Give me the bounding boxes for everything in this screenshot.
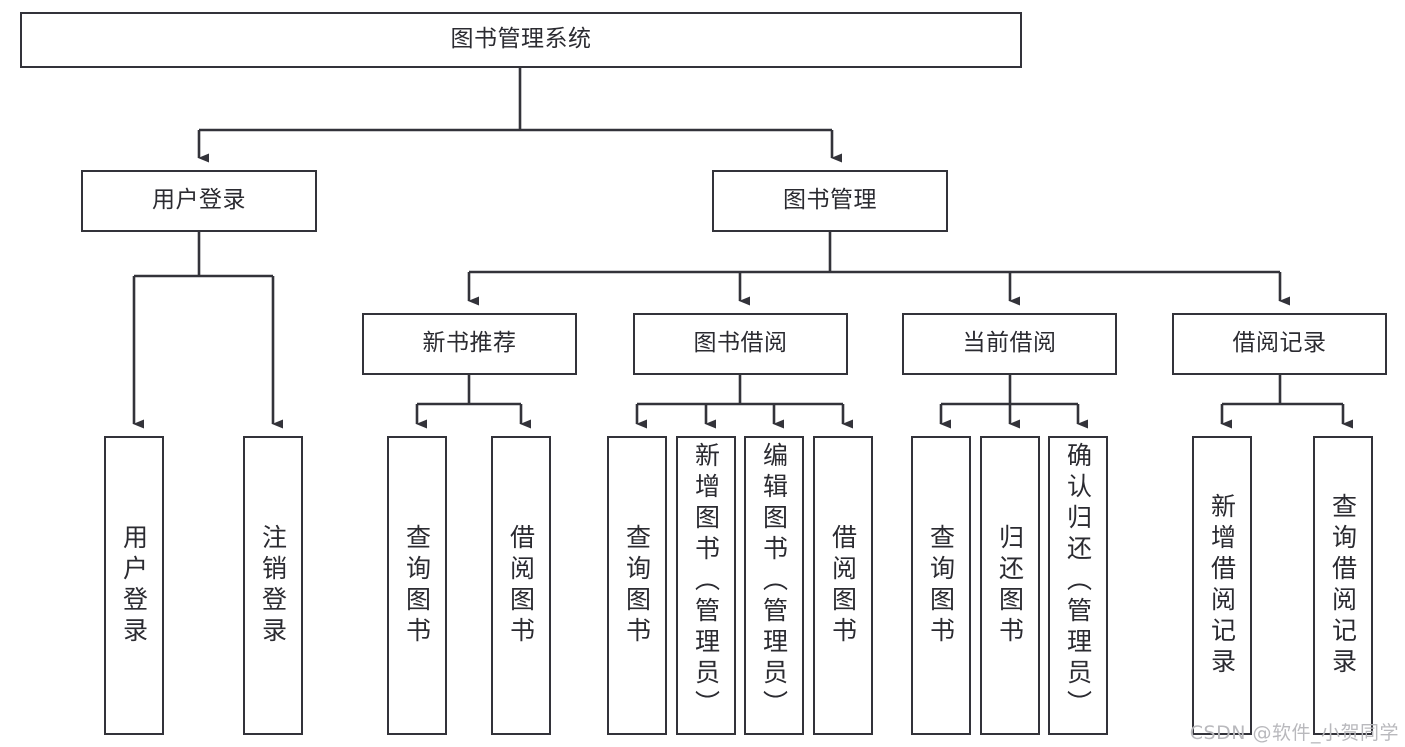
- leaf-book-borrow-edit-book-admin[interactable]: 编辑图书（管理员）: [744, 436, 804, 735]
- leaf-book-borrow-add-book-admin[interactable]: 新增图书（管理员）: [676, 436, 736, 735]
- node-user-login[interactable]: 用户登录: [81, 170, 317, 232]
- node-label: 归还图书: [995, 523, 1025, 648]
- leaf-book-borrow-query-book[interactable]: 查询图书: [607, 436, 667, 735]
- leaf-new-book-borrow-book[interactable]: 借阅图书: [491, 436, 551, 735]
- node-label: 新增借阅记录: [1207, 492, 1237, 679]
- node-label: 借阅图书: [506, 523, 536, 648]
- leaf-user-login-login[interactable]: 用户登录: [104, 436, 164, 735]
- node-label: 查询图书: [926, 523, 956, 648]
- node-borrow-record[interactable]: 借阅记录: [1172, 313, 1387, 375]
- node-label: 图书借阅: [693, 330, 788, 357]
- leaf-borrow-record-query-record[interactable]: 查询借阅记录: [1313, 436, 1373, 735]
- node-label: 注销登录: [258, 523, 288, 648]
- csdn-watermark: CSDN @软件_小贺同学: [1189, 722, 1399, 744]
- node-label: 新增图书（管理员）: [691, 442, 721, 721]
- node-book-borrow[interactable]: 图书借阅: [633, 313, 848, 375]
- node-label: 查询借阅记录: [1328, 492, 1358, 679]
- node-label: 图书管理: [783, 187, 877, 214]
- node-label: 借阅记录: [1232, 330, 1327, 357]
- node-label: 借阅图书: [828, 523, 858, 648]
- leaf-current-borrow-query-book[interactable]: 查询图书: [911, 436, 971, 735]
- node-label: 图书管理系统: [450, 26, 592, 53]
- node-root-system[interactable]: 图书管理系统: [20, 12, 1022, 68]
- node-label: 新书推荐: [422, 330, 517, 357]
- leaf-book-borrow-borrow-book[interactable]: 借阅图书: [813, 436, 873, 735]
- node-label: 查询图书: [622, 523, 652, 648]
- node-label: 确认归还（管理员）: [1063, 442, 1093, 721]
- node-label: 用户登录: [119, 523, 149, 648]
- node-book-management[interactable]: 图书管理: [712, 170, 948, 232]
- node-current-borrow[interactable]: 当前借阅: [902, 313, 1117, 375]
- node-new-book-recommend[interactable]: 新书推荐: [362, 313, 577, 375]
- leaf-new-book-query-book[interactable]: 查询图书: [387, 436, 447, 735]
- node-label: 当前借阅: [962, 330, 1057, 357]
- leaf-user-login-logout[interactable]: 注销登录: [243, 436, 303, 735]
- node-label: 编辑图书（管理员）: [759, 442, 789, 721]
- leaf-current-borrow-return-book[interactable]: 归还图书: [980, 436, 1040, 735]
- leaf-current-borrow-confirm-return-admin[interactable]: 确认归还（管理员）: [1048, 436, 1108, 735]
- node-label: 用户登录: [152, 187, 246, 214]
- node-label: 查询图书: [402, 523, 432, 648]
- leaf-borrow-record-add-record[interactable]: 新增借阅记录: [1192, 436, 1252, 735]
